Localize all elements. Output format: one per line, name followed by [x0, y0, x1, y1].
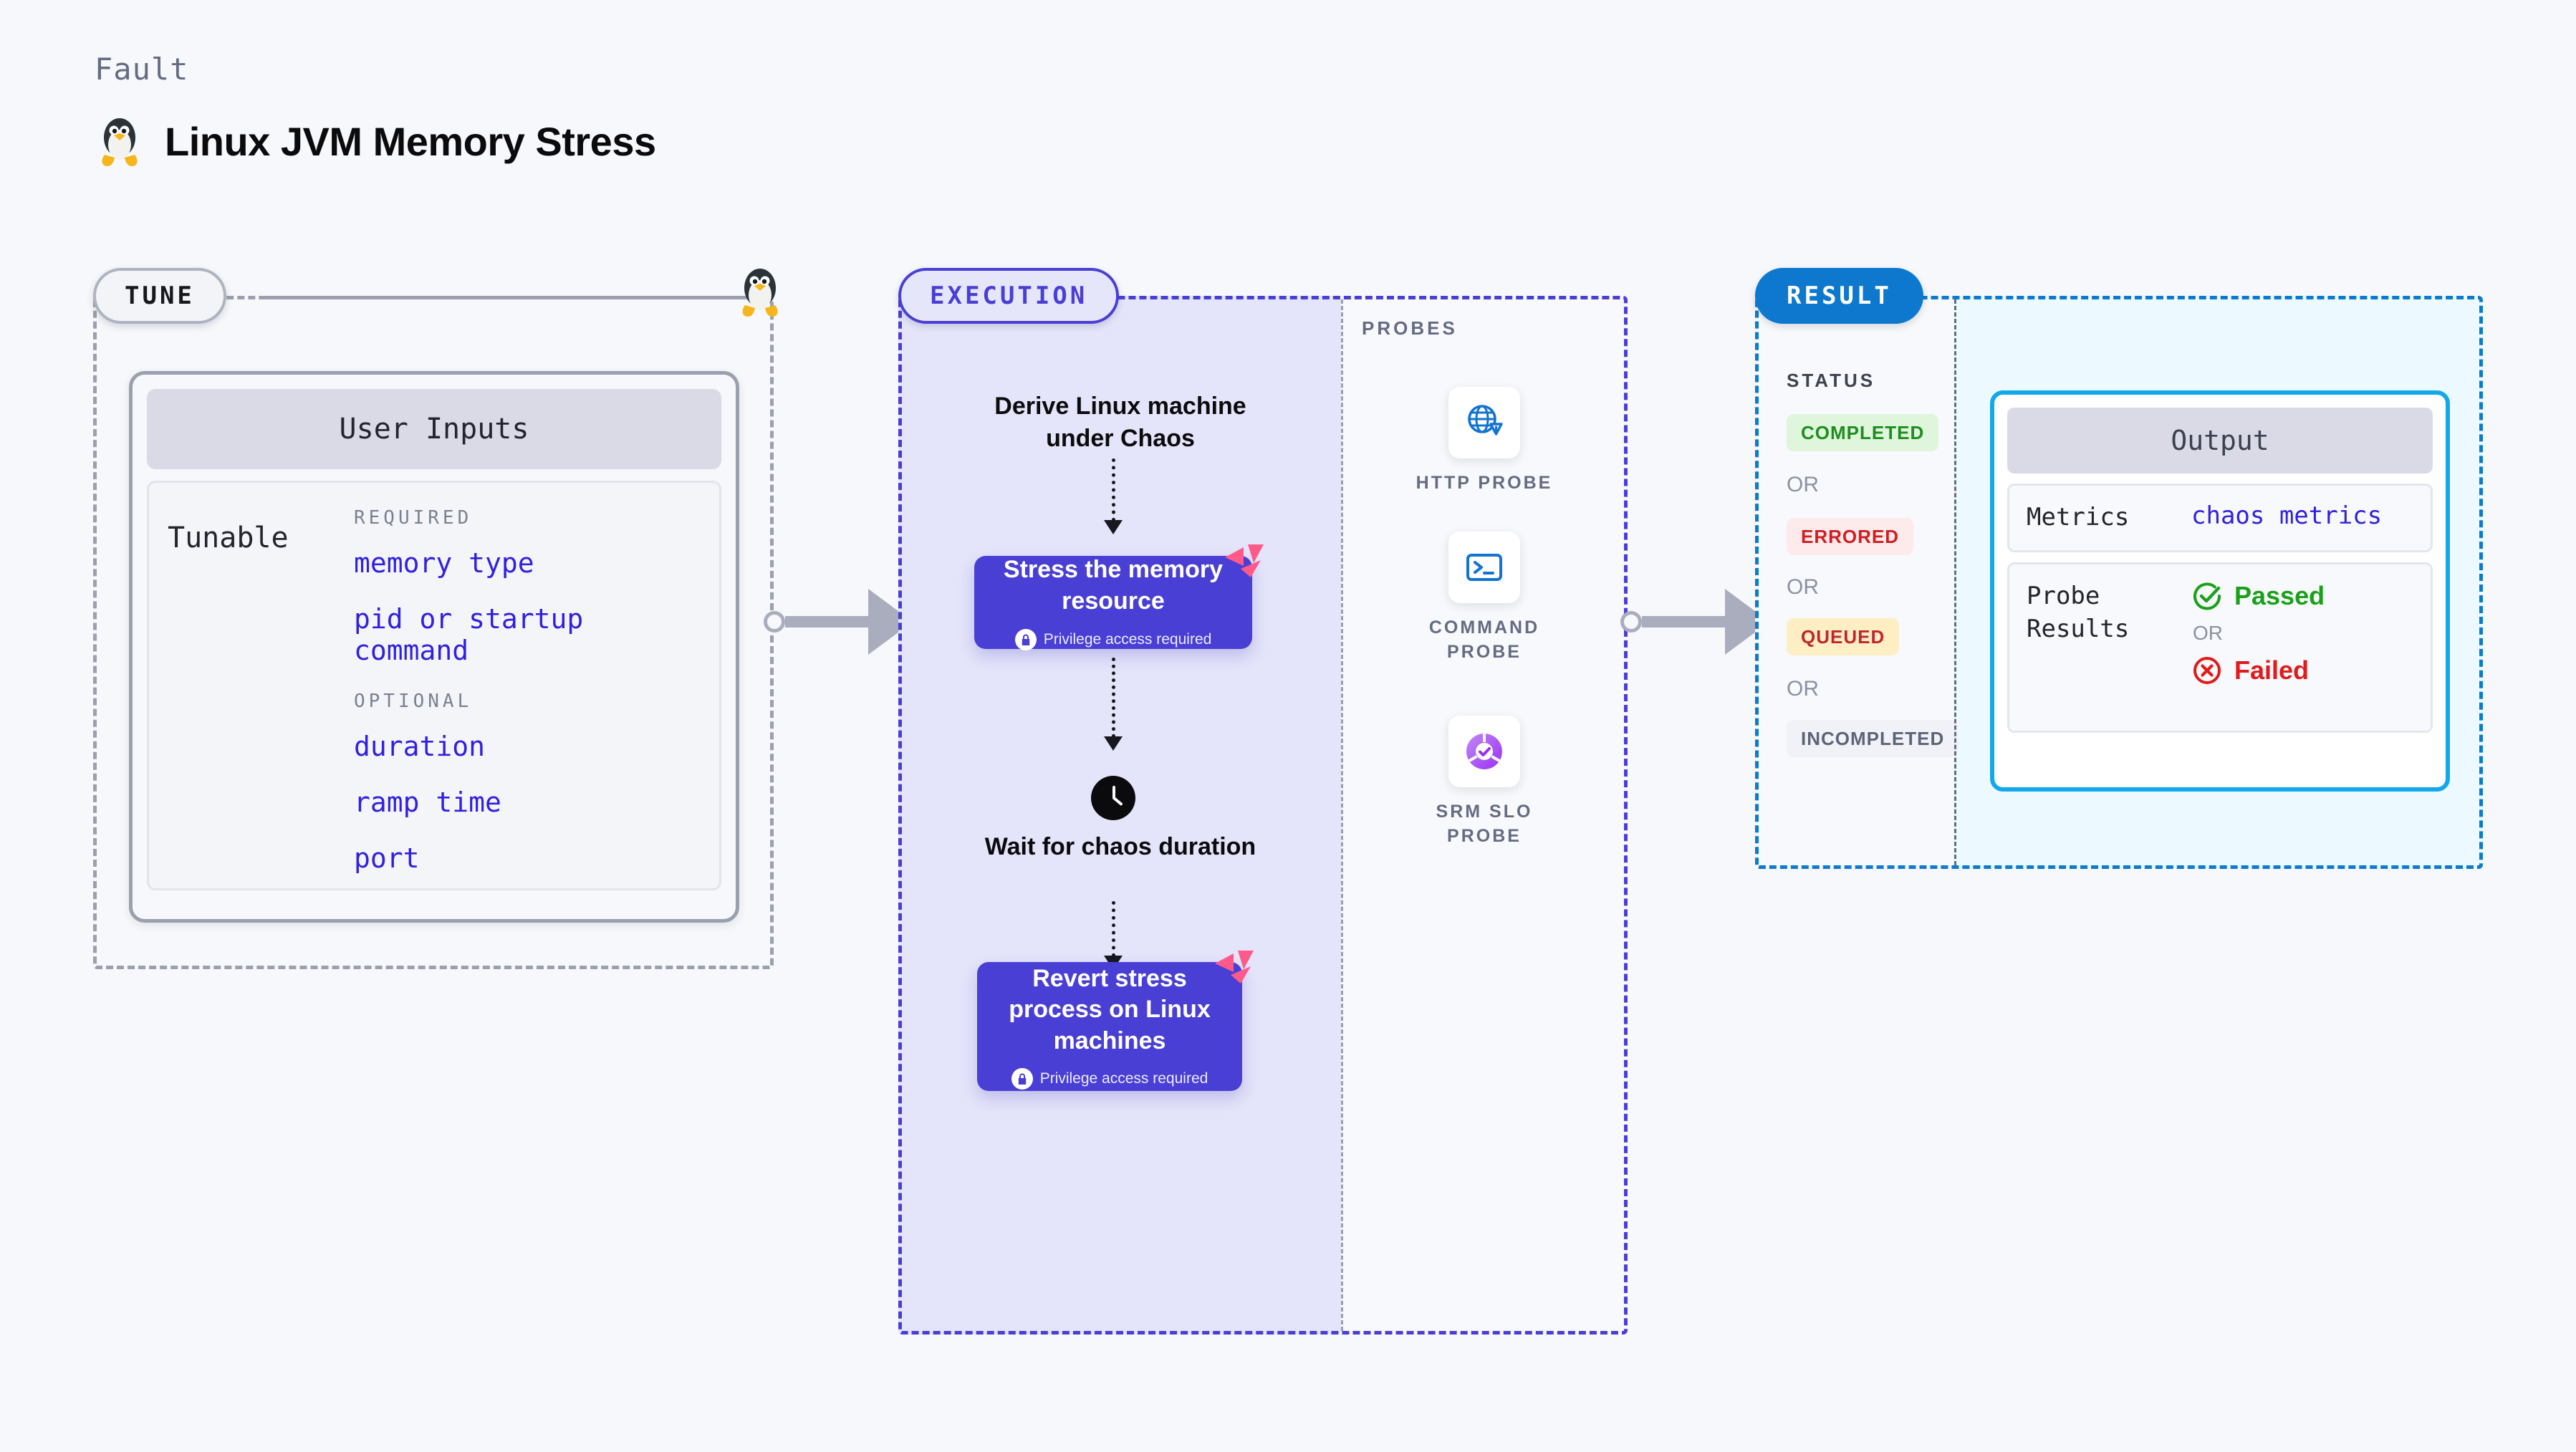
probe-results-key: Probe Results: [2027, 581, 2130, 643]
execution-pill[interactable]: EXECUTION: [898, 268, 1120, 324]
tunable-field[interactable]: duration: [354, 731, 486, 762]
privilege-text: Privilege access required: [1039, 1070, 1208, 1087]
execution-probes-divider: [1341, 299, 1343, 1331]
tune-pill[interactable]: TUNE: [93, 268, 226, 324]
or-label: OR: [1787, 575, 1819, 599]
privilege-note: Privilege access required: [1014, 628, 1212, 650]
output-card: Output Metrics chaos metrics Probe Resul…: [1990, 390, 2450, 792]
connector-dot: [1620, 611, 1642, 633]
step-text: Derive Linux machine under Chaos: [994, 393, 1246, 452]
harness-logo-icon: [1225, 544, 1264, 577]
probe-tile: [1448, 716, 1520, 787]
execution-action-card[interactable]: Stress the memory resource Privilege acc…: [974, 544, 1264, 650]
privilege-text: Privilege access required: [1043, 630, 1212, 648]
passed-label: Passed: [2234, 580, 2325, 610]
output-metrics-row: Metrics chaos metrics: [2007, 484, 2433, 552]
lock-icon: [1014, 628, 1037, 650]
status-badge-errored: ERRORED: [1787, 518, 1914, 555]
user-inputs-header: User Inputs: [147, 389, 721, 469]
flow-arrow-line: [1112, 901, 1115, 957]
output-probe-results-row: Probe Results Passed OR Failed: [2007, 562, 2433, 733]
tunable-field[interactable]: memory type: [354, 547, 534, 579]
metrics-value[interactable]: chaos metrics: [2191, 501, 2383, 530]
probe-label: HTTP PROBE: [1416, 473, 1553, 493]
probe-result-failed: Failed: [2191, 655, 2413, 686]
privilege-note: Privilege access required: [1011, 1068, 1208, 1090]
output-header: Output: [2007, 408, 2433, 473]
tunable-field[interactable]: port: [354, 842, 420, 874]
group-label-required: REQUIRED: [354, 507, 473, 529]
action-card-title: Revert stress process on Linux machines: [1009, 964, 1211, 1054]
srm-slo-icon: [1466, 734, 1502, 769]
connector-dot: [764, 611, 785, 633]
probes-caption: PROBES: [1362, 317, 1458, 339]
failed-label: Failed: [2234, 655, 2310, 685]
step-text: Wait for chaos duration: [984, 833, 1256, 860]
lock-icon: [1011, 1068, 1033, 1090]
flow-arrow-line: [1112, 658, 1115, 738]
linux-penguin-icon-marker: [742, 269, 778, 317]
status-badge-queued: QUEUED: [1787, 618, 1900, 655]
execution-column: [898, 296, 1628, 1335]
execution-step-title: Derive Linux machine under Chaos: [963, 390, 1278, 455]
result-status-fill: [1755, 296, 1954, 869]
tunable-body: Tunable REQUIRED memory type pid or star…: [147, 481, 721, 890]
tunable-label: Tunable: [168, 521, 289, 554]
page-title: Linux JVM Memory Stress: [95, 113, 656, 169]
probe-command[interactable]: COMMAND PROBE: [1413, 532, 1556, 665]
flow-arrow-head: [1104, 520, 1123, 534]
tunable-field[interactable]: ramp time: [354, 787, 501, 818]
harness-logo-icon: [1215, 951, 1254, 984]
clock-icon: [1091, 776, 1135, 820]
terminal-icon: [1466, 554, 1502, 581]
probe-tile: [1448, 387, 1520, 458]
or-label: OR: [1787, 677, 1819, 701]
user-inputs-card: User Inputs Tunable REQUIRED memory type…: [129, 371, 739, 923]
tune-top-dash: [264, 296, 756, 299]
probe-label: SRM SLO PROBE: [1436, 802, 1533, 846]
tunable-field[interactable]: pid or startup command: [354, 603, 584, 666]
flow-arrow-head: [1104, 736, 1123, 751]
check-circle-icon: [2193, 582, 2221, 610]
probe-result-passed: Passed: [2191, 580, 2413, 612]
or-label: OR: [1787, 473, 1819, 496]
tunable-fields: REQUIRED memory type pid or startup comm…: [354, 503, 701, 874]
fault-kicker: Fault: [95, 52, 189, 87]
connector-bar: [1642, 616, 1726, 628]
x-circle-icon: [2193, 656, 2221, 684]
result-pill[interactable]: RESULT: [1755, 268, 1923, 324]
status-badge-completed: COMPLETED: [1787, 414, 1939, 451]
result-divider: [1954, 299, 1956, 865]
execution-step-title: Wait for chaos duration: [977, 831, 1264, 863]
action-card-title: Stress the memory resource: [1003, 556, 1224, 615]
status-badge-incompleted: INCOMPLETED: [1787, 720, 1959, 757]
globe-alert-icon: [1468, 405, 1503, 436]
flow-arrow-line: [1112, 458, 1115, 521]
connector-bar: [785, 616, 870, 628]
status-caption: STATUS: [1787, 370, 1876, 391]
metrics-key: Metrics: [2027, 503, 2130, 532]
execution-action-card[interactable]: Revert stress process on Linux machines …: [977, 951, 1254, 1091]
probe-label: COMMAND PROBE: [1428, 617, 1540, 662]
page-title-text: Linux JVM Memory Stress: [165, 118, 656, 164]
probe-tile: [1448, 532, 1520, 603]
result-column: [1755, 296, 2483, 869]
probe-srm-slo[interactable]: SRM SLO PROBE: [1413, 716, 1556, 849]
group-label-optional: OPTIONAL: [354, 691, 473, 712]
probe-http[interactable]: HTTP PROBE: [1413, 387, 1556, 496]
probe-results-values: Passed OR Failed: [2191, 580, 2413, 715]
or-label: OR: [2193, 621, 2223, 644]
probes-panel-fill: [1341, 296, 1628, 1335]
linux-penguin-icon: [102, 118, 138, 166]
